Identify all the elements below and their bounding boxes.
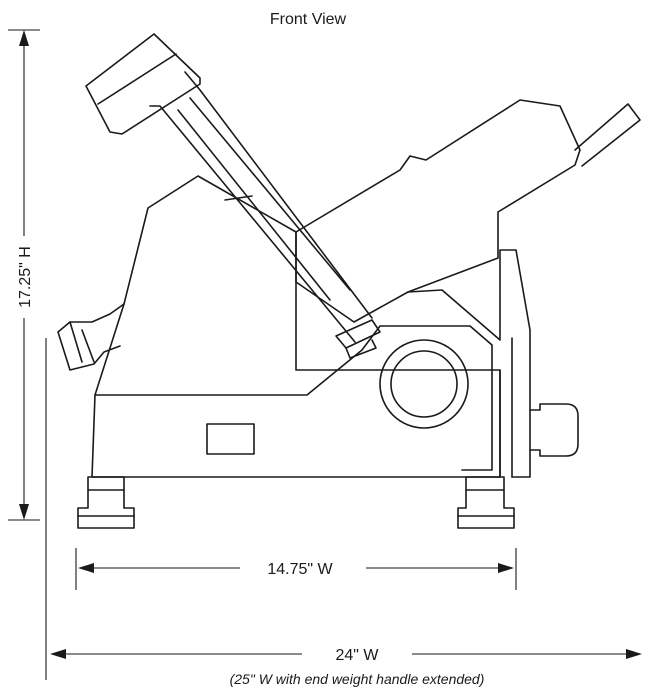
height-arrow-down [19,504,29,520]
height-label: 17.25" H [17,246,34,308]
total-width-label: 24" W [335,647,379,664]
left-lever [57,303,125,371]
gauge-dial-inner [390,350,458,418]
pusher-arm-inner-b [189,97,351,291]
view-title: Front View [270,11,347,28]
left-lever-line-a [69,321,83,363]
height-arrow-up [19,30,29,46]
total-width-arrow-left [50,649,66,659]
pusher-arm-right [184,71,373,319]
carriage-table [295,99,581,323]
pusher-arm-inner-a [177,109,331,301]
base-width-arrow-right [498,563,514,573]
total-width-dimension: 24" W (25" W with end weight handle exte… [45,338,642,687]
grip-handle-edge [97,53,177,105]
pusher-foot [335,319,381,349]
slicer-machine [57,33,641,529]
total-width-note: (25" W with end weight handle extended) [230,671,485,687]
end-weight-handle [574,103,641,167]
base-width-arrow-left [78,563,94,573]
pusher-arm-cross [224,195,253,201]
pusher-foot-block [345,339,377,359]
height-dimension: 17.25" H [8,29,40,521]
gauge-dial-outer [379,339,469,429]
rating-plate [206,423,255,455]
total-width-arrow-right [626,649,642,659]
base-recess [306,325,493,471]
grip-handle [85,33,201,135]
end-knob [529,403,579,457]
base-width-dimension: 14.75" W [75,548,517,590]
pusher-arm-left [149,105,356,343]
left-lever-line-b [81,329,95,363]
right-foot [457,476,515,529]
left-foot [77,476,135,529]
right-housing [407,249,531,478]
base-width-label: 14.75" W [267,561,333,578]
